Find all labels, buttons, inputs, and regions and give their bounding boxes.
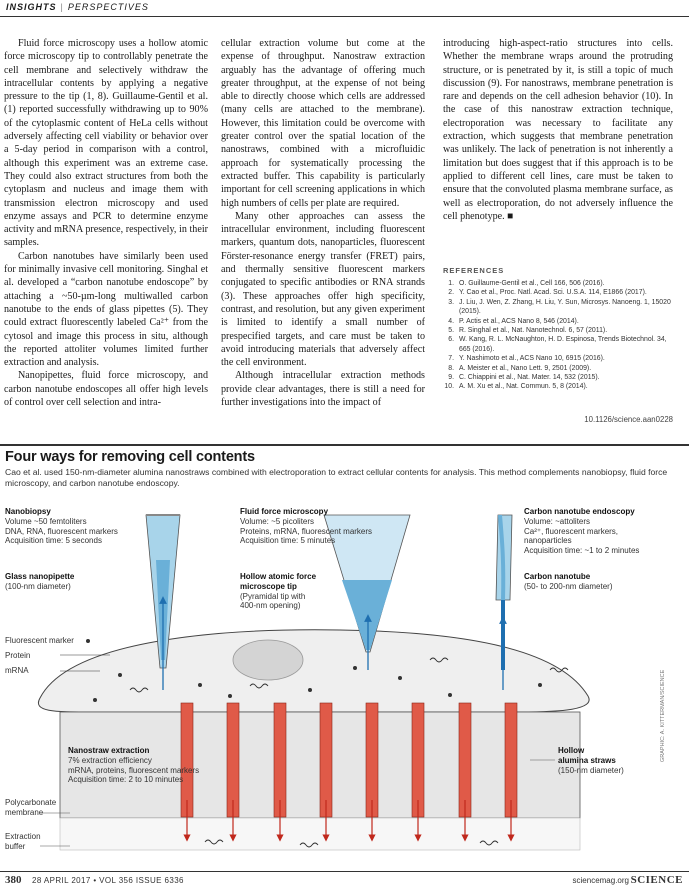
figure-rule <box>0 444 689 446</box>
label-carbon-nanotube: Carbon nanotube (50- to 200-nm diameter) <box>524 572 613 591</box>
carbon-nanotube-endoscope <box>495 514 513 690</box>
figure-title: Four ways for removing cell contents <box>5 449 255 465</box>
paragraph: Although intracellular extraction method… <box>221 370 425 409</box>
graphic-credit: GRAPHIC: A. KITTERMAN/SCIENCE <box>660 669 666 762</box>
legend-protein: Protein <box>5 651 31 660</box>
figure-illustration: Nanobiopsy Volume ~50 femtoliters DNA, R… <box>0 500 689 868</box>
nucleus <box>232 639 304 681</box>
reference-item: 9.C. Chiappini et al., Nat. Mater. 14, 5… <box>448 374 600 382</box>
leader-lines <box>40 759 555 847</box>
glass-nanopipette <box>145 514 181 690</box>
reference-item: 3.J. Liu, J. Wen, Z. Zhang, H. Liu, Y. S… <box>448 298 671 316</box>
reference-item: 5.R. Singhal et al., Nat. Nanotechnol. 6… <box>448 327 608 335</box>
figure-caption: Cao et al. used 150-nm-diameter alumina … <box>5 467 668 488</box>
page-footer: 380 28 APRIL 2017 • VOL 356 ISSUE 6336 s… <box>0 872 689 890</box>
reference-item: 8.A. Meister et al., Nano Lett. 9, 2501 … <box>448 364 592 372</box>
label-afm-tip: Hollow atomic force microscope tip (Pyra… <box>240 572 317 611</box>
paragraph: Carbon nanotubes have similarly been use… <box>4 250 208 369</box>
paragraph: Many other approaches can assess the int… <box>221 210 425 369</box>
subsection-label: PERSPECTIVES <box>67 2 149 12</box>
cell-molecules <box>93 666 542 702</box>
doi-link[interactable]: 10.1126/science.aan0228 <box>584 415 673 424</box>
text-column-2: cellular extraction volume but come at t… <box>221 37 425 409</box>
reference-item: 1.O. Guillaume-Gentil et al., Cell 166, … <box>448 280 605 287</box>
nanostraw-arrows <box>183 800 515 842</box>
header-separator: | <box>60 2 64 12</box>
label-glass-nanopipette: Glass nanopipette (100-nm diameter) <box>5 572 75 591</box>
text-column-3: introducing high-aspect-ratio structures… <box>443 37 673 223</box>
mrna-squiggles <box>129 657 569 848</box>
references-heading: REFERENCES <box>443 266 505 275</box>
label-fluid-force-microscopy: Fluid force microscopy Volume: ~5 picoli… <box>240 507 373 546</box>
reference-item: 2.Y. Cao et al., Proc. Natl. Acad. Sci. … <box>448 289 647 297</box>
paragraph: Nanopipettes, fluid force microscopy, an… <box>4 370 208 409</box>
journal-brand: SCIENCE <box>630 874 683 886</box>
afm-tip <box>323 514 411 670</box>
label-nanostraw-extraction: Nanostraw extraction 7% extraction effic… <box>68 746 200 785</box>
issue-date: 28 APRIL 2017 • VOL 356 ISSUE 6336 <box>32 876 184 885</box>
reference-item: 6.W. Kang, R. L. McNaughton, H. D. Espin… <box>448 336 667 353</box>
footer-rule <box>0 871 689 872</box>
label-extraction-buffer: Extraction buffer <box>5 832 41 851</box>
site-link[interactable]: sciencemag.org <box>572 876 629 885</box>
header-rule <box>0 16 689 17</box>
running-header: INSIGHTS|PERSPECTIVES <box>6 2 683 18</box>
section-label: INSIGHTS <box>6 2 57 12</box>
paragraph: introducing high-aspect-ratio structures… <box>443 38 673 222</box>
legend-mrna: mRNA <box>5 666 29 675</box>
nanostraws <box>180 702 518 818</box>
reference-item: 7.Y. Nashimoto et al., ACS Nano 10, 6915… <box>448 355 605 363</box>
references-list: 1.O. Guillaume-Gentil et al., Cell 166, … <box>443 279 673 392</box>
reference-item: 10.A. M. Xu et al., Nat. Commun. 5, 8 (2… <box>444 383 588 391</box>
reference-item: 4.P. Actis et al., ACS Nano 8, 546 (2014… <box>448 317 579 325</box>
label-hollow-alumina-straws: Hollow alumina straws (150-nm diameter) <box>558 746 624 775</box>
extraction-buffer <box>59 817 581 851</box>
legend-fluorescent-marker: Fluorescent marker <box>5 636 74 645</box>
label-polycarbonate-membrane: Polycarbonate membrane <box>5 798 57 817</box>
cell-body <box>37 629 590 713</box>
fluorescent-marker-glyph <box>86 639 90 643</box>
label-nanobiopsy: Nanobiopsy Volume ~50 femtoliters DNA, R… <box>5 507 118 546</box>
paragraph: cellular extraction volume but come at t… <box>221 38 425 209</box>
label-carbon-nanotube-endoscopy: Carbon nanotube endoscopy Volume: ~attol… <box>524 507 640 556</box>
text-column-1: Fluid force microscopy uses a hollow ato… <box>4 37 208 409</box>
figure-svg <box>37 514 590 851</box>
page-number: 380 <box>5 874 22 886</box>
paragraph: Fluid force microscopy uses a hollow ato… <box>4 38 208 249</box>
